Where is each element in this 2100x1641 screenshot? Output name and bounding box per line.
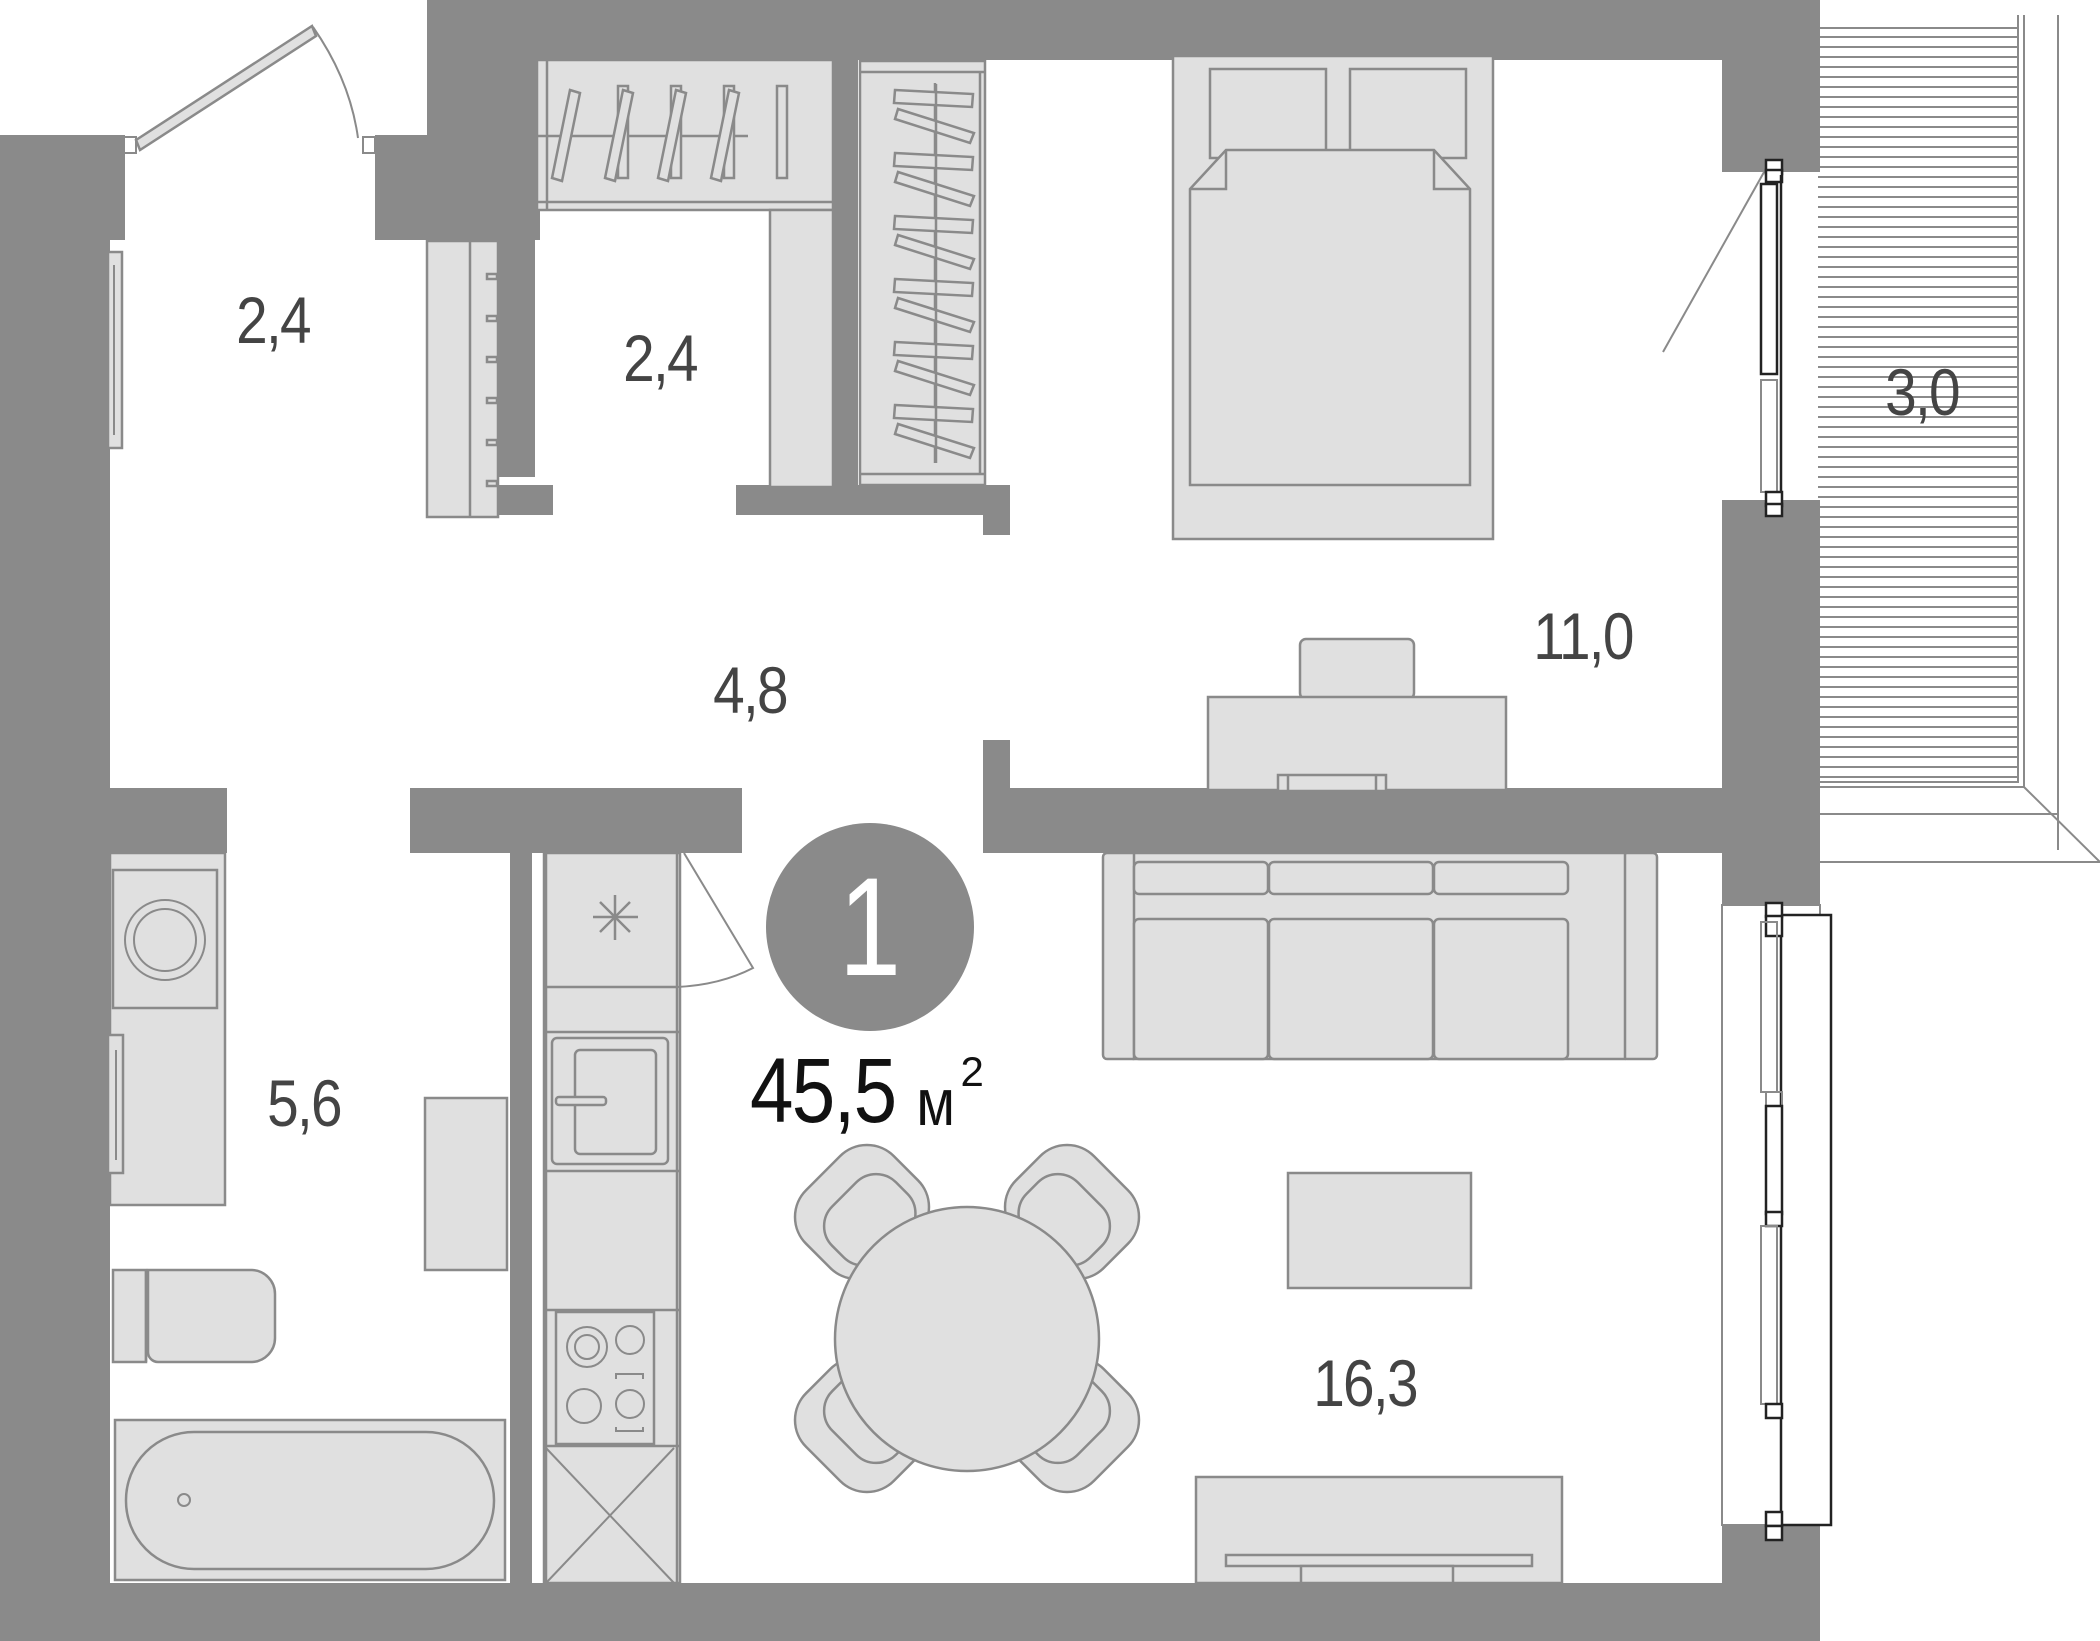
room-area-bathroom: 5,6 [267, 1066, 342, 1140]
washing-machine [106, 851, 227, 1207]
room-count: 1 [838, 848, 902, 1005]
double-bed [1171, 54, 1495, 541]
closet-side-panel [768, 208, 835, 489]
entrance-door [106, 24, 376, 450]
room-area-balcony: 3,0 [1885, 355, 1960, 429]
dining-set [793, 1143, 1141, 1494]
bathroom-cabinet [423, 1096, 509, 1272]
room-area-entrance: 2,4 [236, 283, 311, 357]
tv-stand [1194, 1475, 1564, 1585]
room-count-badge: 1 [766, 823, 974, 1031]
shoe-cabinet [425, 239, 500, 519]
balcony-door-swing [1662, 164, 1769, 353]
total-area-value: 45,5 [750, 1040, 897, 1142]
desk [1206, 637, 1508, 793]
sofa [1101, 851, 1659, 1061]
room-area-hallway: 4,8 [713, 653, 788, 727]
kitchen-units [542, 851, 755, 1585]
bathtub [113, 1418, 507, 1582]
total-area-unit-power: 2 [960, 1048, 984, 1095]
toilet [111, 1268, 277, 1364]
total-area: 45,5 м 2 [750, 1045, 984, 1137]
room-area-bedroom: 11,0 [1533, 599, 1634, 673]
balcony [1818, 15, 2100, 863]
living-window [1721, 901, 1833, 1542]
wardrobe-top [535, 58, 835, 212]
room-area-closet: 2,4 [623, 321, 698, 395]
total-area-unit: м [916, 1065, 956, 1139]
snowflake-icon [593, 895, 638, 940]
wardrobe-right [854, 59, 987, 487]
balcony-door [1759, 158, 1784, 518]
coffee-table [1286, 1171, 1473, 1290]
walls [0, 0, 1820, 1641]
room-area-living: 16,3 [1313, 1346, 1418, 1420]
